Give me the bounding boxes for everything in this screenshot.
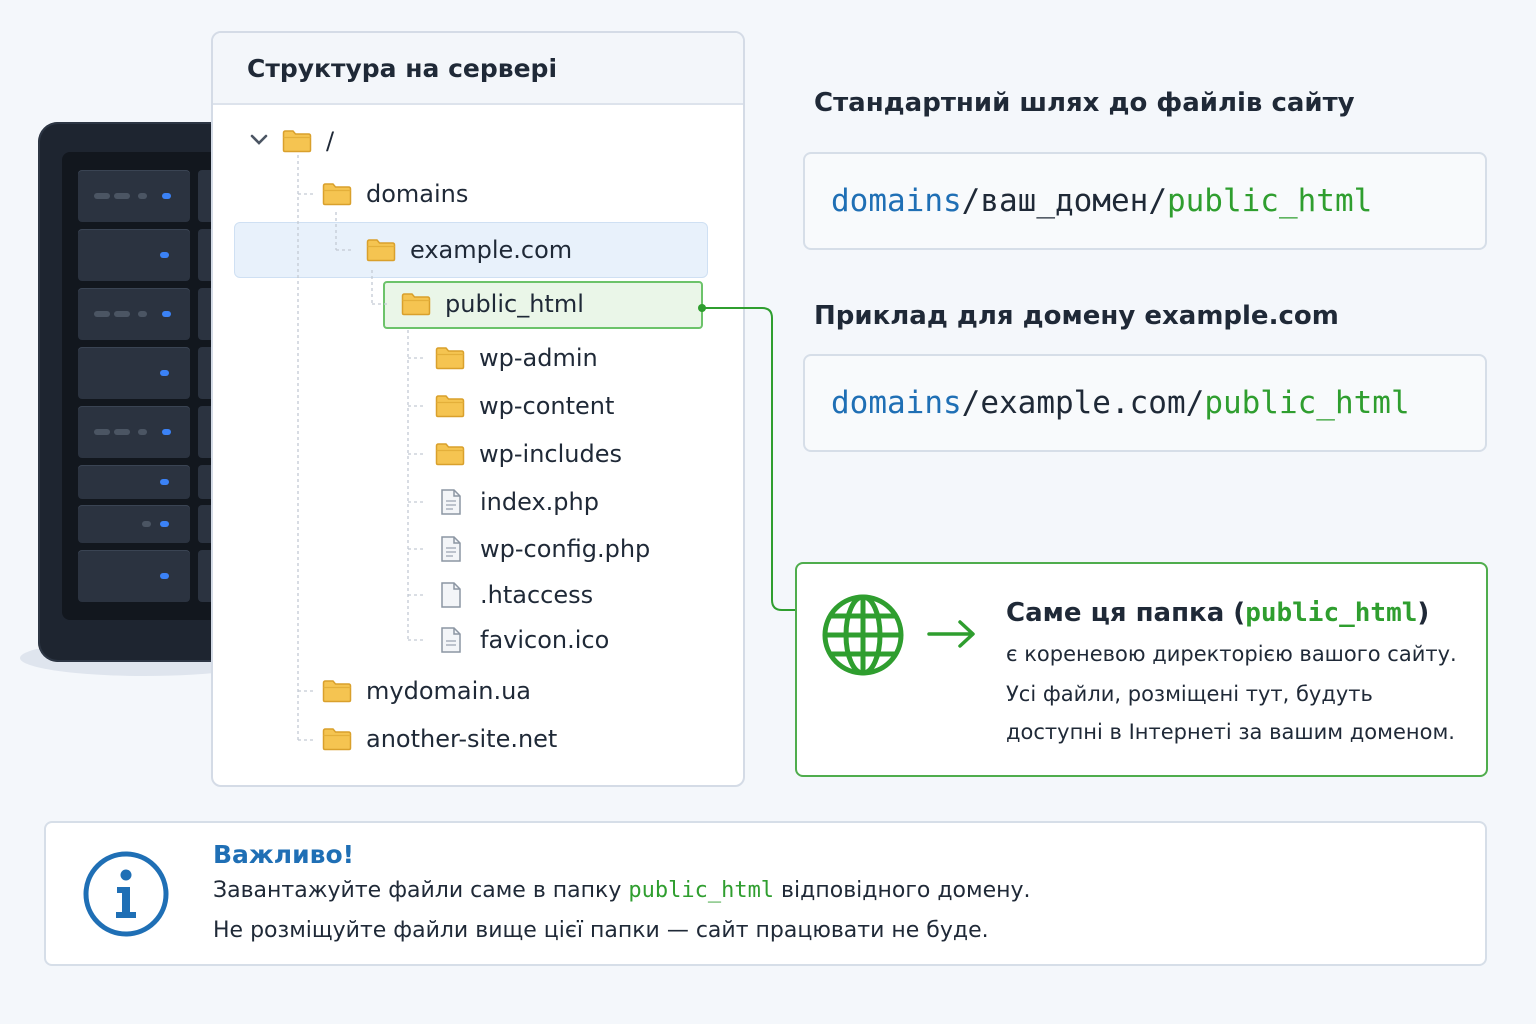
server-slot [198,505,212,543]
tree-item-label: mydomain.ua [366,677,532,705]
root-info-title: Саме ця папка (public_html) [1006,598,1430,628]
tree-item-label: example.com [410,236,573,264]
root-info-line: доступні в Інтернеті за вашим доменом. [1006,720,1455,744]
folder-icon [366,239,396,262]
path-separator: / [961,385,981,421]
path-segment-domains: domains [831,385,962,421]
server-slot [198,465,212,499]
tree-item-mydomain-ua[interactable]: mydomain.ua [322,677,531,705]
important-note [44,821,1487,966]
server-slot [78,550,190,602]
note-line-1: Завантажуйте файли саме в папку public_h… [213,878,1031,903]
server-slot [198,229,212,281]
tree-item-label: wp-content [479,392,615,420]
note-line-2: Не розміщуйте файли вище цієї папки — са… [213,918,989,943]
path-segment-domain: example.com [980,385,1186,421]
server-slot [78,288,190,340]
note-title: Важливо! [213,840,355,869]
tree-item-label: index.php [480,488,599,516]
server-slot [198,170,212,222]
tree-item-label: favicon.ico [480,626,610,654]
tree-item-label: wp-admin [479,344,598,372]
folder-icon [322,728,352,751]
server-slot [198,288,212,340]
tree-item-label: wp-config.php [480,535,651,563]
tree-item-wp-admin[interactable]: wp-admin [435,344,598,372]
tree-item-root[interactable]: / [282,127,334,155]
inline-code-public-html: public_html [628,878,775,903]
server-slot [78,229,190,281]
file-icon [441,536,461,562]
path-separator: / [1148,183,1167,219]
path-segment-domains: domains [831,183,962,219]
standard-path-box[interactable]: domains/ваш_домен/public_html [803,152,1487,250]
tree-item-wp-content[interactable]: wp-content [435,392,614,420]
globe-icon [822,594,904,676]
file-tree-title: Структура на сервері [247,53,558,83]
path-segment-public-html: public_html [1166,183,1373,219]
folder-icon [401,293,431,316]
folder-icon [322,183,352,206]
example-path-heading: Приклад для домену example.com [814,301,1339,331]
server-slot [78,465,190,499]
tree-item-public-html[interactable]: public_html [401,290,584,318]
server-slot [78,505,190,543]
path-separator: / [1185,385,1205,421]
chevron-down-icon[interactable] [249,130,269,150]
server-slot [78,347,190,399]
folder-icon [435,395,465,418]
tree-item-label: / [326,127,335,155]
file-icon [441,627,461,653]
server-slot [78,170,190,222]
tree-row-highlight [234,222,708,278]
tree-item-example-com[interactable]: example.com [366,236,572,264]
folder-icon [282,130,312,153]
example-path-box[interactable]: domains/example.com/public_html [803,354,1487,452]
path-separator: / [961,183,981,219]
tree-item-label: wp-includes [479,440,622,468]
standard-path-heading: Стандартний шлях до файлів сайту [814,88,1355,118]
tree-item-another-site-net[interactable]: another-site.net [322,725,557,753]
info-icon [83,851,169,937]
tree-row-selected[interactable] [383,281,703,329]
tree-item-htaccess[interactable]: .htaccess [436,581,593,609]
server-slot [198,550,212,602]
file-icon [441,489,461,515]
tree-item-index-php[interactable]: index.php [436,488,599,516]
tree-item-label: public_html [445,290,584,318]
tree-item-wp-config-php[interactable]: wp-config.php [436,535,650,563]
folder-icon [435,347,465,370]
file-tree-header: Структура на сервері [213,33,743,105]
server-slot [78,406,190,458]
root-info-box [795,562,1488,777]
inline-code-public-html: public_html [1245,598,1418,628]
server-slot [198,406,212,458]
file-icon [441,582,461,608]
folder-icon [435,443,465,466]
root-info-line: є кореневою директорією вашого сайту. [1006,642,1457,666]
tree-item-label: .htaccess [480,581,594,609]
root-info-line: Усі файли, розміщені тут, будуть [1006,682,1373,706]
tree-item-label: domains [366,180,469,208]
tree-item-wp-includes[interactable]: wp-includes [435,440,622,468]
arrow-right-icon [927,620,975,648]
path-segment-domain-placeholder: ваш_домен [980,183,1149,219]
folder-icon [322,680,352,703]
tree-item-domains[interactable]: domains [322,180,468,208]
server-slot [198,347,212,399]
tree-item-label: another-site.net [366,725,558,753]
path-segment-public-html: public_html [1204,385,1410,421]
tree-item-favicon-ico[interactable]: favicon.ico [436,626,609,654]
